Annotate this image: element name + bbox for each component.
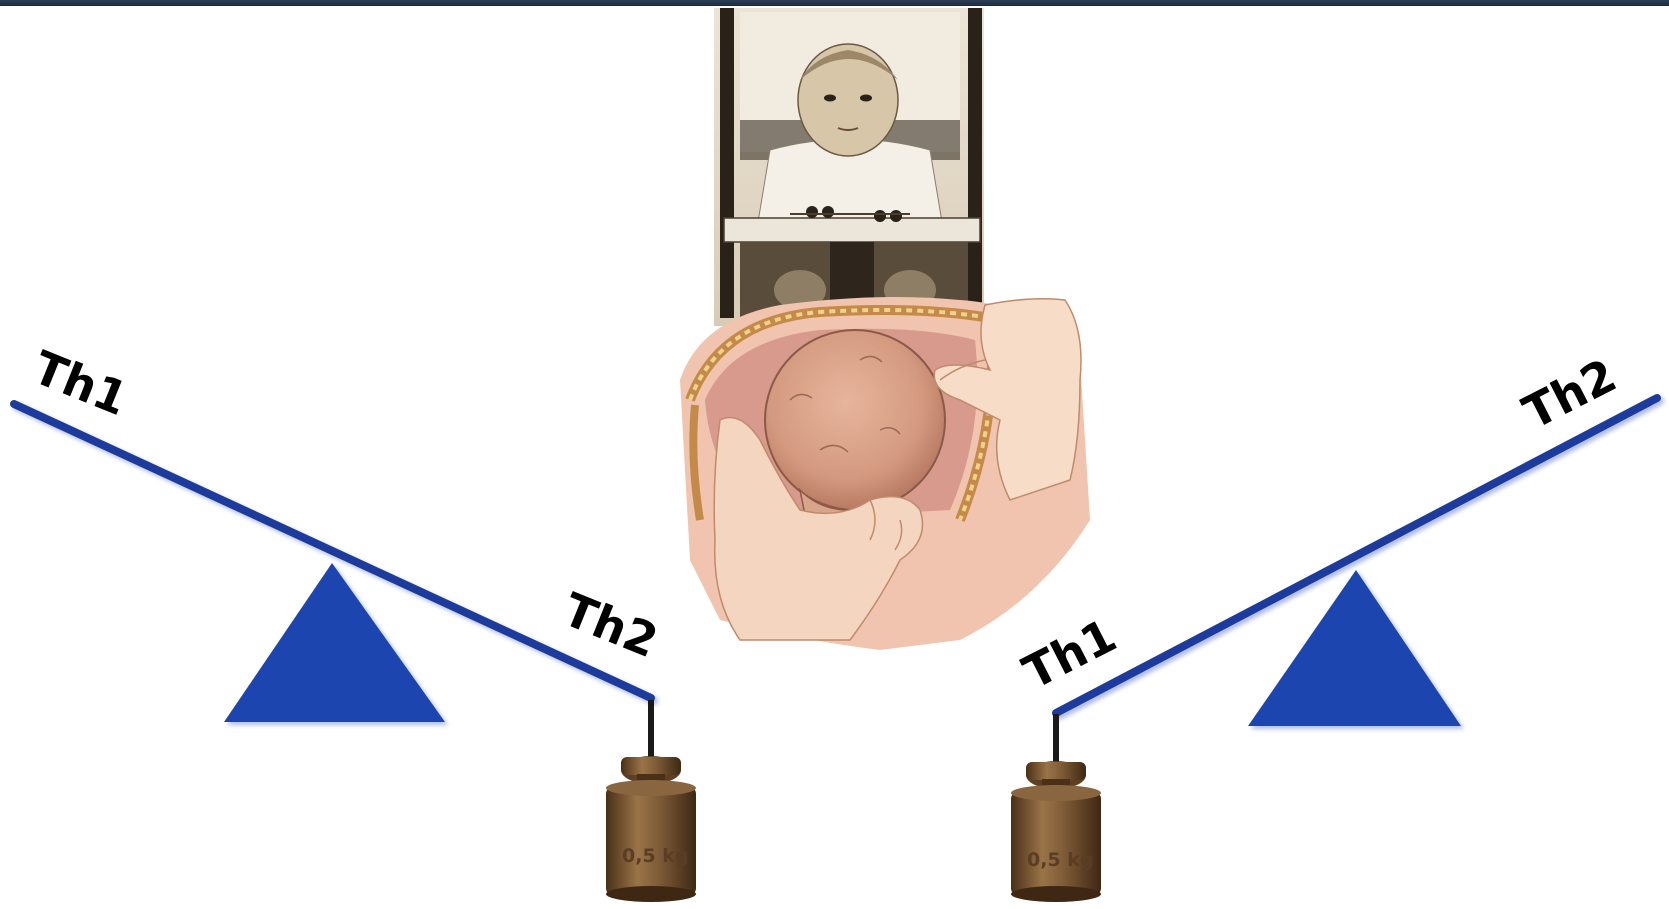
left-beam-label-th2: Th2 [556, 582, 665, 668]
illustration-infant-head-delivery [680, 297, 1090, 650]
left-weight-label: 0,5 kg [622, 845, 689, 867]
photo-baby-in-stroller [714, 8, 984, 326]
right-weight: 0,5 kg [1011, 761, 1101, 902]
left-weight: 0,5 kg [606, 756, 696, 902]
right-weight-label: 0,5 kg [1027, 849, 1094, 871]
right-scale: Th1 Th2 0,5 kg [1011, 348, 1657, 902]
left-scale: Th1 Th2 0,5 kg [14, 340, 696, 902]
